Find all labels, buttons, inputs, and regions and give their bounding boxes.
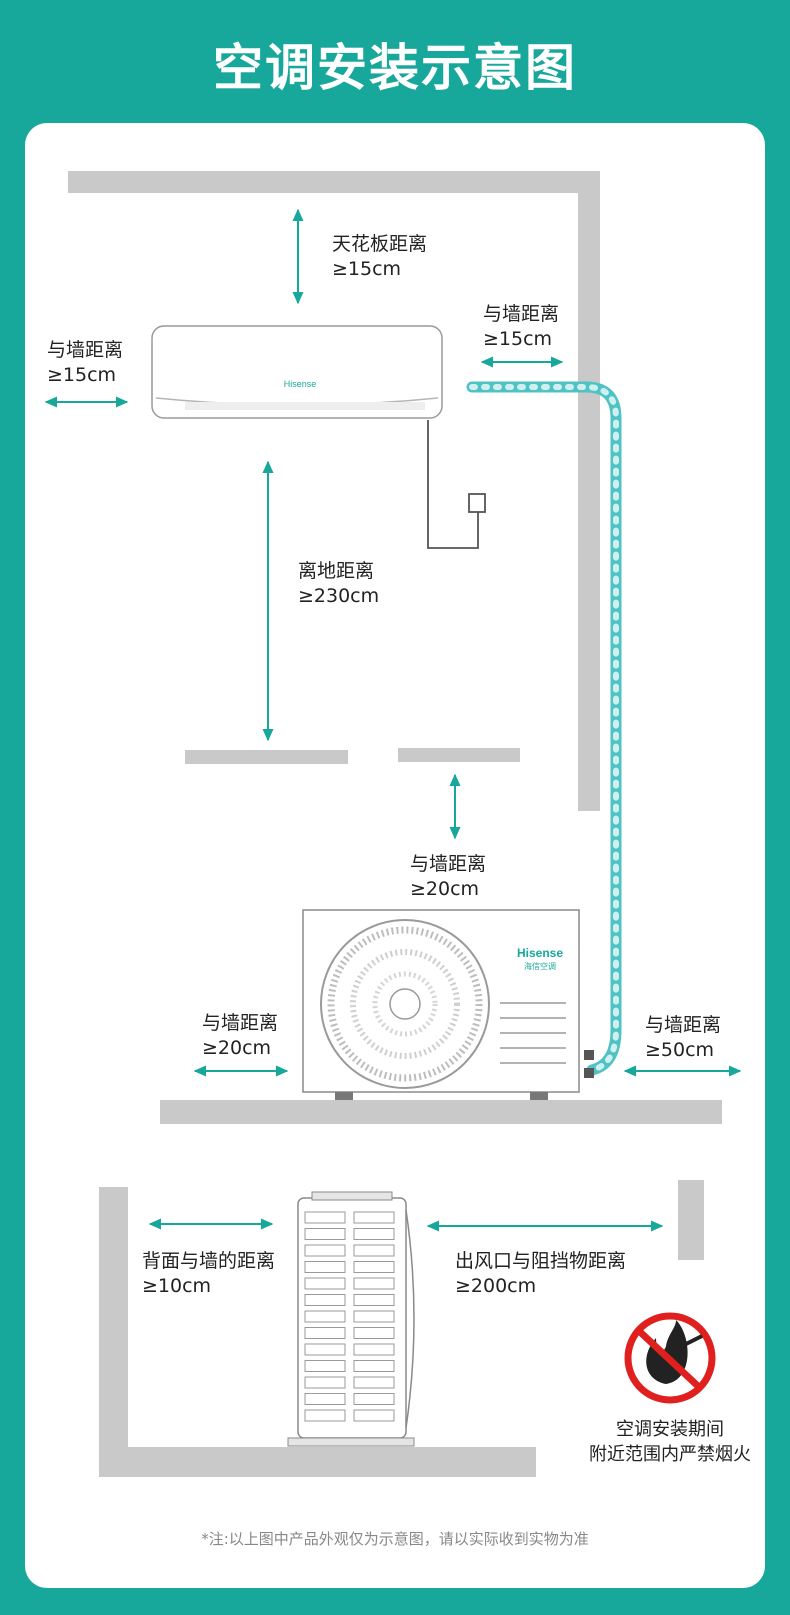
- ceiling-label-name: 天花板距离: [332, 233, 428, 255]
- fire-warning-text: 空调安装期间 附近范围内严禁烟火: [570, 1417, 770, 1467]
- right-outdoor-label: 与墙距离 ≥50cm: [645, 1013, 721, 1063]
- refrigerant-pipe: [466, 381, 622, 1078]
- back-distance-label: 背面与墙的距离 ≥10cm: [142, 1249, 275, 1299]
- top-outdoor-value: ≥20cm: [410, 878, 480, 900]
- grille-slot: [304, 1211, 346, 1224]
- grille-slot: [304, 1409, 346, 1422]
- grille-slot: [304, 1277, 346, 1290]
- ceiling-distance-label: 天花板距离 ≥15cm: [332, 232, 427, 282]
- grille-slot: [353, 1277, 395, 1290]
- fire-warning-line1: 空调安装期间: [616, 1419, 724, 1440]
- no-fire-icon: [624, 1312, 716, 1404]
- side-view-grille: [304, 1211, 395, 1422]
- grille-slot: [304, 1393, 346, 1405]
- grille-slot: [353, 1228, 395, 1240]
- grille-slot: [304, 1310, 346, 1323]
- back-label-name: 背面与墙的距离: [142, 1250, 276, 1272]
- outdoor-brand-logo: Hisense: [517, 946, 563, 960]
- fire-warning-line2: 附近范围内严禁烟火: [589, 1444, 751, 1465]
- right-wall-indoor-label: 与墙距离 ≥15cm: [483, 302, 559, 352]
- outdoor-unit-side-view: [287, 1191, 415, 1447]
- power-cable: [427, 420, 486, 549]
- grille-slot: [353, 1376, 395, 1389]
- outlet-distance-label: 出风口与阻挡物距离 ≥200cm: [455, 1249, 626, 1299]
- grille-slot: [304, 1294, 346, 1306]
- left-wall-indoor-label: 与墙距离 ≥15cm: [47, 338, 123, 388]
- grille-slot: [304, 1376, 346, 1389]
- grille-slot: [304, 1228, 346, 1240]
- page-title: 空调安装示意图: [213, 39, 577, 97]
- floor-label-name: 离地距离: [298, 560, 375, 582]
- outdoor-unit: [302, 909, 580, 1100]
- side-view-walls: [99, 1180, 704, 1477]
- indoor-brand-logo: Hisense: [284, 379, 317, 389]
- grille-slot: [353, 1409, 395, 1422]
- top-outdoor-name: 与墙距离: [410, 853, 487, 875]
- left-wall-indoor-value: ≥15cm: [47, 364, 117, 386]
- right-wall-indoor-value: ≥15cm: [483, 328, 553, 350]
- grille-slot: [353, 1294, 395, 1306]
- grille-slot: [353, 1327, 395, 1339]
- grille-slot: [353, 1310, 395, 1323]
- grille-slot: [353, 1343, 395, 1356]
- right-outdoor-name: 与墙距离: [645, 1014, 722, 1036]
- top-outdoor-label: 与墙距离 ≥20cm: [410, 852, 486, 902]
- grille-slot: [304, 1343, 346, 1356]
- grille-slot: [353, 1211, 395, 1224]
- back-label-value: ≥10cm: [142, 1275, 212, 1297]
- outlet-label-value: ≥200cm: [455, 1275, 537, 1297]
- ceiling-label-value: ≥15cm: [332, 258, 402, 280]
- left-outdoor-value: ≥20cm: [202, 1037, 272, 1059]
- disclaimer-note: *注:以上图中产品外观仅为示意图，请以实际收到实物为准: [201, 1530, 589, 1548]
- left-outdoor-label: 与墙距离 ≥20cm: [202, 1011, 278, 1061]
- grille-slot: [353, 1244, 395, 1257]
- ground-slab: [160, 1100, 722, 1124]
- room-walls: [68, 171, 600, 811]
- floor-distance-label: 离地距离 ≥230cm: [298, 559, 379, 609]
- grille-slot: [304, 1261, 346, 1273]
- right-wall-indoor-name: 与墙距离: [483, 303, 560, 325]
- outlet-label-name: 出风口与阻挡物距离: [455, 1250, 627, 1272]
- floor-label-value: ≥230cm: [298, 585, 380, 607]
- grille-slot: [353, 1393, 395, 1405]
- grille-slot: [304, 1327, 346, 1339]
- right-outdoor-value: ≥50cm: [645, 1039, 715, 1061]
- indoor-unit: [151, 325, 443, 419]
- left-outdoor-name: 与墙距离: [202, 1012, 279, 1034]
- grille-slot: [353, 1360, 395, 1372]
- outdoor-brand-cn: 海信空调: [524, 961, 556, 971]
- left-wall-indoor-name: 与墙距离: [47, 339, 124, 361]
- grille-slot: [353, 1261, 395, 1273]
- grille-slot: [304, 1244, 346, 1257]
- grille-slot: [304, 1360, 346, 1372]
